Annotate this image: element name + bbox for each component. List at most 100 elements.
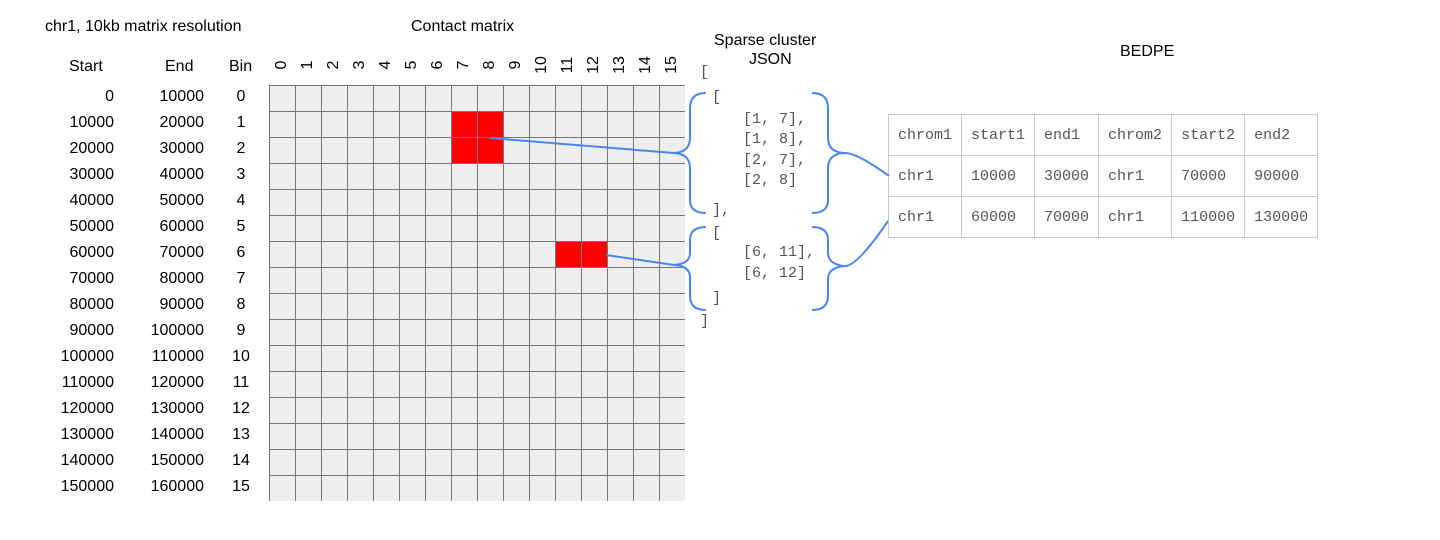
matrix-cell <box>425 475 452 501</box>
bin-start-value: 140000 <box>60 452 114 469</box>
bin-start-value: 120000 <box>60 400 114 417</box>
bedpe-header-cell: end1 <box>1034 114 1100 156</box>
matrix-cell <box>659 293 685 320</box>
bin-number-value: 12 <box>232 400 250 417</box>
bin-start-value: 0 <box>105 88 114 105</box>
matrix-cell <box>503 163 530 190</box>
bedpe-header-cell: chrom2 <box>1098 114 1173 156</box>
matrix-cell <box>399 475 426 501</box>
matrix-cell <box>633 293 660 320</box>
sparse-json-heading-line2: JSON <box>749 51 792 68</box>
matrix-cell <box>347 85 374 112</box>
matrix-cell <box>529 475 556 501</box>
bedpe-cell: 60000 <box>961 196 1036 238</box>
matrix-cell <box>555 475 582 501</box>
matrix-cell <box>269 111 296 138</box>
json-line: [2, 8] <box>743 172 798 189</box>
matrix-cell <box>269 475 296 501</box>
bin-number-value: 5 <box>236 218 246 235</box>
bin-start-value: 20000 <box>69 140 115 157</box>
bin-end-value: 50000 <box>159 192 205 209</box>
matrix-cell <box>399 371 426 398</box>
matrix-cell <box>659 189 685 216</box>
matrix-cell <box>581 111 608 138</box>
bin-number-value: 11 <box>232 374 250 391</box>
bin-start-value: 10000 <box>69 114 115 131</box>
matrix-cell <box>503 293 530 320</box>
matrix-cell <box>425 449 452 476</box>
matrix-cell <box>295 449 322 476</box>
matrix-cell <box>607 475 634 501</box>
matrix-cell <box>607 137 634 164</box>
matrix-cell <box>451 215 478 242</box>
bedpe-cell: 90000 <box>1244 155 1319 197</box>
matrix-cell <box>425 189 452 216</box>
json-line: [1, 8], <box>743 131 807 148</box>
matrix-cell <box>477 475 504 501</box>
matrix-cell <box>529 397 556 424</box>
matrix-cell <box>659 345 685 372</box>
json-line: [6, 11], <box>743 244 816 261</box>
matrix-cell <box>607 423 634 450</box>
right-brace-cluster-1 <box>811 92 845 214</box>
matrix-cell <box>425 267 452 294</box>
json-line: [1, 7], <box>743 111 807 128</box>
bin-start-value: 100000 <box>60 348 114 365</box>
matrix-cell <box>347 111 374 138</box>
matrix-cell <box>269 345 296 372</box>
matrix-cell <box>477 241 504 268</box>
matrix-cell <box>269 189 296 216</box>
matrix-cell <box>451 475 478 501</box>
matrix-cell <box>347 371 374 398</box>
bin-end-value: 160000 <box>150 478 204 495</box>
bedpe-cell: 130000 <box>1244 196 1319 238</box>
bin-end-value: 100000 <box>150 322 204 339</box>
matrix-cell <box>477 397 504 424</box>
matrix-cell <box>373 85 400 112</box>
bedpe-heading: BEDPE <box>1120 43 1175 60</box>
matrix-cell <box>295 267 322 294</box>
matrix-cell <box>451 293 478 320</box>
matrix-cell <box>503 189 530 216</box>
matrix-cell <box>581 449 608 476</box>
matrix-cell <box>321 293 348 320</box>
bin-end-value: 130000 <box>150 400 204 417</box>
json-line: ] <box>712 290 722 307</box>
bin-number-value: 14 <box>232 452 250 469</box>
connector-json-to-bedpe-2 <box>843 220 889 268</box>
bin-start-value: 50000 <box>69 218 115 235</box>
bin-number-value: 2 <box>236 140 246 157</box>
matrix-cell <box>347 189 374 216</box>
bin-start-value: 150000 <box>60 478 114 495</box>
bin-column-header: Bin <box>229 58 253 75</box>
matrix-cell <box>555 319 582 346</box>
json-line: ] <box>700 313 710 330</box>
matrix-cell-highlighted <box>477 137 504 164</box>
matrix-cell <box>659 475 685 501</box>
matrix-cell <box>607 397 634 424</box>
json-line: [6, 12] <box>743 265 807 282</box>
matrix-cell <box>347 215 374 242</box>
matrix-cell <box>321 423 348 450</box>
matrix-cell <box>321 449 348 476</box>
matrix-cell <box>607 319 634 346</box>
start-column-header: Start <box>69 58 103 75</box>
matrix-cell <box>477 163 504 190</box>
matrix-cell <box>373 423 400 450</box>
matrix-cell <box>269 371 296 398</box>
bin-start-value: 80000 <box>69 296 115 313</box>
matrix-cell <box>607 267 634 294</box>
matrix-cell <box>659 111 685 138</box>
matrix-cell <box>399 137 426 164</box>
left-brace-cluster-1 <box>673 92 707 214</box>
bin-number-value: 4 <box>236 192 246 209</box>
bin-start-value: 130000 <box>60 426 114 443</box>
matrix-cell <box>503 371 530 398</box>
matrix-cell <box>269 85 296 112</box>
matrix-cell <box>659 163 685 190</box>
bin-end-value: 30000 <box>159 140 205 157</box>
matrix-cell <box>477 345 504 372</box>
matrix-cell <box>347 397 374 424</box>
